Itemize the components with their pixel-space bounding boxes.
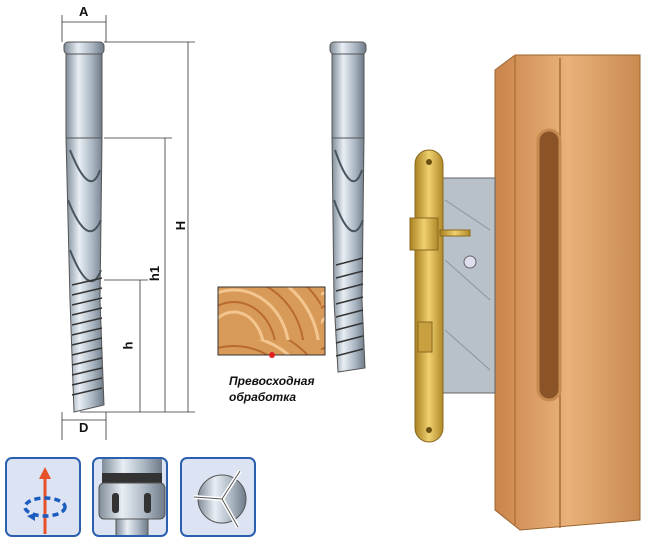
- dimension-label-h-total: H: [173, 220, 189, 231]
- cutter-section-icon: [180, 457, 256, 537]
- caption-line-2: обработка: [229, 390, 297, 404]
- dimension-label-a: A: [79, 4, 89, 19]
- caption-line-1: Превосходная: [229, 374, 315, 388]
- router-bit-dimensioned: [63, 41, 105, 413]
- dimension-label-h1: h1: [147, 265, 163, 282]
- dimension-label-h: h: [120, 341, 136, 350]
- router-bit-cutting: [329, 41, 367, 373]
- dimension-label-d: D: [79, 420, 89, 435]
- marker-dot: [269, 352, 275, 358]
- dimension-lines: [61, 15, 195, 440]
- collet-chuck-icon: [92, 457, 168, 537]
- wood-sample: [217, 286, 326, 358]
- door-with-mortise-lock: [409, 54, 641, 531]
- rotation-direction-icon: [5, 457, 81, 537]
